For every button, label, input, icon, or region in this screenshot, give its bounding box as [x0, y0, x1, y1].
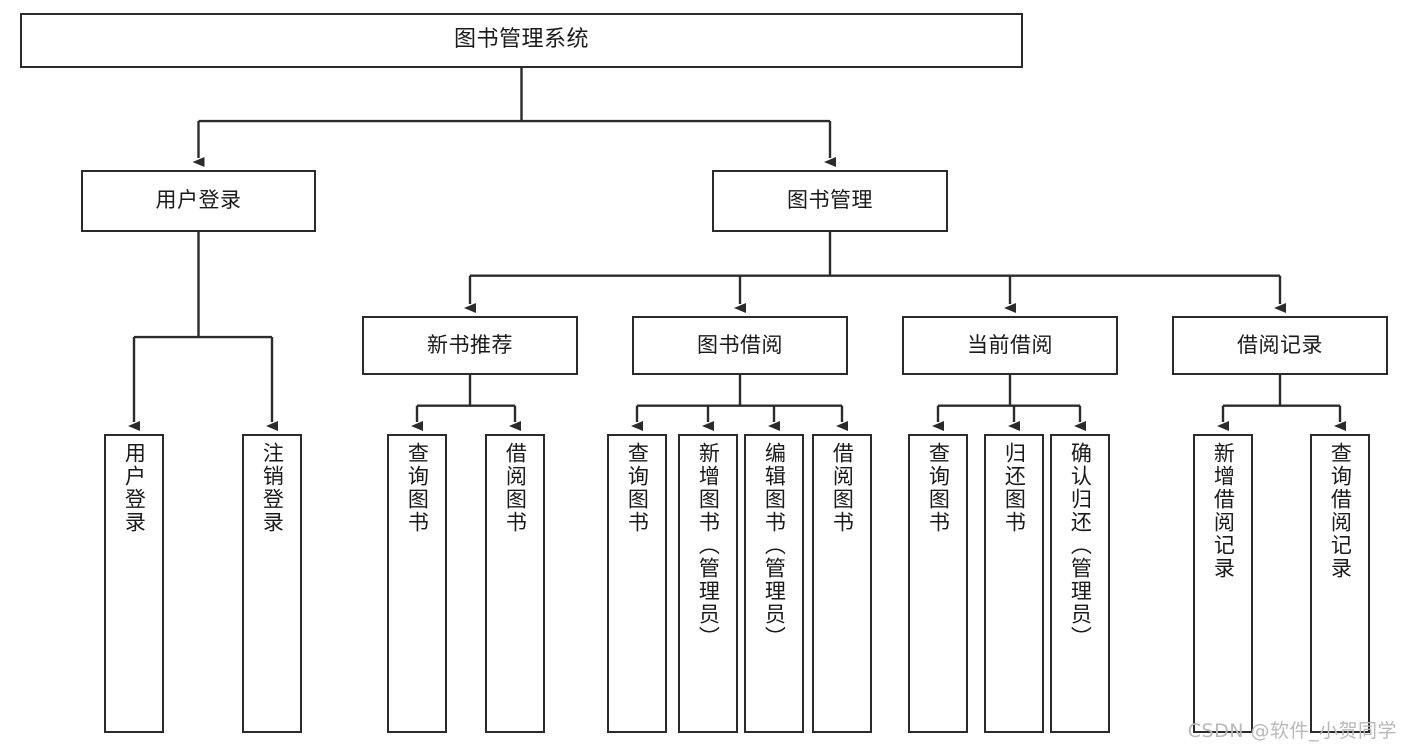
- node-leaf-cu-query[interactable]: 查询图书: [908, 434, 968, 733]
- node-label: 查询图书: [926, 442, 951, 534]
- node-label: 新书推荐: [427, 332, 513, 357]
- node-leaf-nb-query[interactable]: 查询图书: [387, 434, 447, 733]
- node-label: 新增图书（管理员）: [696, 442, 721, 649]
- node-borrow[interactable]: 图书借阅: [632, 316, 848, 375]
- node-current[interactable]: 当前借阅: [902, 316, 1118, 375]
- node-label: 借阅图书: [503, 442, 528, 534]
- node-label: 图书借阅: [697, 332, 783, 357]
- node-leaf-cu-ret[interactable]: 归还图书: [984, 434, 1044, 733]
- node-leaf-bk-query[interactable]: 查询图书: [607, 434, 667, 733]
- node-newbooks[interactable]: 新书推荐: [362, 316, 578, 375]
- node-login[interactable]: 用户登录: [81, 170, 316, 232]
- node-leaf-nb-borrow[interactable]: 借阅图书: [485, 434, 545, 733]
- node-records[interactable]: 借阅记录: [1172, 316, 1388, 375]
- node-label: 图书管理系统: [453, 27, 589, 53]
- node-label: 编辑图书（管理员）: [762, 442, 787, 649]
- node-leaf-bk-add[interactable]: 新增图书（管理员）: [678, 434, 738, 733]
- node-label: 图书管理: [787, 188, 873, 213]
- node-label: 借阅记录: [1237, 332, 1323, 357]
- node-leaf-rc-query[interactable]: 查询借阅记录: [1310, 434, 1370, 733]
- node-label: 用户登录: [155, 188, 242, 213]
- node-label: 用户登录: [122, 442, 147, 534]
- node-label: 注销登录: [260, 442, 285, 534]
- node-label: 确认归还（管理员）: [1068, 442, 1093, 649]
- node-leaf-login[interactable]: 用户登录: [104, 434, 164, 733]
- node-label: 新增借阅记录: [1211, 442, 1236, 580]
- node-bookmgmt[interactable]: 图书管理: [712, 170, 948, 232]
- node-root[interactable]: 图书管理系统: [20, 13, 1023, 68]
- node-label: 当前借阅: [967, 332, 1053, 357]
- node-label: 查询借阅记录: [1328, 442, 1353, 580]
- node-label: 查询图书: [405, 442, 430, 534]
- node-leaf-rc-add[interactable]: 新增借阅记录: [1193, 434, 1253, 733]
- node-leaf-cu-conf[interactable]: 确认归还（管理员）: [1050, 434, 1110, 733]
- node-leaf-logout[interactable]: 注销登录: [242, 434, 302, 733]
- node-label: 查询图书: [625, 442, 650, 534]
- watermark: CSDN @软件_小贺同学: [1187, 720, 1397, 742]
- node-label: 借阅图书: [830, 442, 855, 534]
- node-leaf-bk-edit[interactable]: 编辑图书（管理员）: [744, 434, 804, 733]
- node-leaf-bk-lend[interactable]: 借阅图书: [812, 434, 872, 733]
- node-label: 归还图书: [1002, 442, 1027, 534]
